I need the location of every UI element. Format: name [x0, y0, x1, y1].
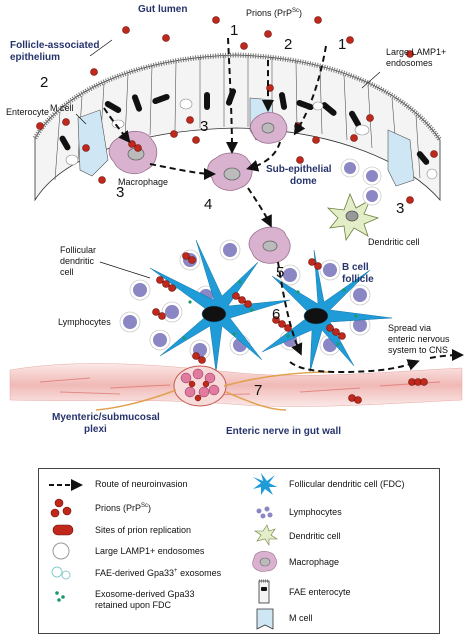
macrophage [108, 112, 291, 264]
step-number: 5 [276, 264, 285, 281]
fae-label-1: Follicle-associated [10, 40, 100, 51]
legend-lymphocyte-icon [256, 506, 273, 519]
legend-mcell-icon [256, 608, 274, 630]
step-number: 1 [338, 36, 347, 53]
legend-exosomes-sup: + [174, 568, 178, 574]
route-1 [293, 45, 327, 136]
legend-icons [49, 473, 278, 630]
gut-lumen-label: Gut lumen [138, 4, 188, 15]
m-cell [387, 129, 415, 187]
step-number: 7 [254, 382, 263, 399]
spread-label-3: system to CNS [388, 345, 449, 355]
step-number: 2 [40, 74, 49, 91]
step-number: 3 [396, 200, 405, 217]
sub-epithelial-label-1: Sub-epithelial [266, 164, 332, 175]
epithelial-nuclei [59, 88, 430, 165]
fdc-label-2: dendritic [60, 256, 95, 266]
legend-replication-icon [52, 524, 74, 536]
fdc-label-1: Follicular [60, 245, 97, 255]
prions-label: Prions (PrPSc) [246, 8, 302, 19]
legend-mcell: M cell [289, 613, 313, 623]
route-7 [429, 349, 464, 362]
m-cell-label: M cell [50, 103, 74, 113]
legend-prions-sup: Sc [141, 503, 149, 509]
prions-label-close: ) [299, 8, 303, 18]
prions [36, 16, 438, 204]
legend-enterocyte-icon [258, 579, 270, 604]
legend-fdc: Follicular dendritic cell (FDC) [289, 479, 405, 489]
legend-prions-close: ) [148, 503, 152, 513]
prions-label-text: Prions (PrP [246, 8, 293, 18]
step-number: 3 [200, 118, 209, 135]
route-4 [247, 187, 272, 228]
spread-label-2: enteric nervous [388, 334, 450, 344]
legend-prions: Prions (PrPSc) [95, 503, 151, 513]
legend-replication: Sites of prion replication [95, 525, 192, 535]
lymphocytes-label: Lymphocytes [58, 317, 111, 327]
step-number: 2 [284, 36, 293, 53]
endosomes [65, 98, 438, 180]
legend-retained-2: retained upon FDC [95, 600, 172, 610]
dendritic-cell-label: Dendritic cell [368, 237, 420, 247]
enteric-nerve-label: Enteric nerve in gut wall [226, 426, 342, 437]
legend-route: Route of neuroinvasion [95, 479, 188, 489]
route-3a [149, 163, 216, 180]
microvilli [32, 52, 443, 142]
step-number: 3 [116, 184, 125, 201]
sub-epithelial-label-2: dome [290, 176, 317, 187]
route-5 [277, 261, 303, 356]
step-number: 4 [204, 196, 213, 213]
legend-lymphocytes: Lymphocytes [289, 507, 342, 517]
epithelium [32, 52, 443, 202]
macrophage-label: Macrophage [118, 177, 169, 187]
legend-macrophage: Macrophage [289, 557, 340, 567]
enterocyte-label: Enterocyte [6, 107, 50, 117]
legend: Route of neuroinvasion Prions (PrPSc) Si… [38, 468, 440, 634]
myenteric-label-2: plexi [84, 424, 107, 435]
legend-exosome-icon [51, 566, 71, 580]
legend-endosome-icon [52, 542, 70, 560]
route-2 [103, 107, 131, 144]
lymphocytes [119, 158, 382, 361]
legend-exosomes-end: exosomes [177, 568, 222, 578]
legend-prions-text: Prions (PrP [95, 503, 142, 513]
legend-endosomes: Large LAMP1+ endosomes [95, 546, 205, 556]
legend-fdc-icon [253, 473, 277, 495]
dendritic-cell [326, 192, 380, 242]
step-number: 1 [230, 22, 239, 39]
m-cell [77, 109, 109, 177]
legend-dendritic-icon [254, 524, 278, 546]
route-3b [246, 141, 281, 172]
step-number: 6 [272, 306, 281, 323]
prion-clusters [128, 140, 428, 404]
enteric-ganglion [173, 365, 227, 407]
route-6 [289, 359, 420, 374]
spread-label-1: Spread via [388, 323, 432, 333]
legend-enterocyte: FAE enterocyte [289, 587, 351, 597]
route-arrows [103, 37, 464, 374]
legend-dendritic: Dendritic cell [289, 531, 341, 541]
legend-macrophage-icon [252, 551, 277, 572]
myenteric-label-1: Myenteric/submucosal [52, 412, 160, 423]
fae-label-2: epithelium [10, 52, 61, 63]
legend-retained-icon [55, 591, 65, 602]
prions-label-sup: Sc [292, 8, 300, 14]
lamp-label-1: Large LAMP1+ [386, 47, 447, 57]
b-cell-label-1: B cell [342, 262, 369, 273]
route-1 [225, 37, 238, 154]
legend-exosomes: FAE-derived Gpa33+ exosomes [95, 568, 221, 578]
lamp-label-2: endosomes [386, 58, 433, 68]
fdc-label-3: cell [60, 267, 74, 277]
legend-exosomes-text: FAE-derived Gpa33 [95, 568, 175, 578]
legend-retained-1: Exosome-derived Gpa33 [95, 589, 195, 599]
b-cell-label-2: follicle [342, 274, 374, 285]
legend-prion-icon [50, 498, 72, 518]
leader-lines [75, 39, 381, 279]
